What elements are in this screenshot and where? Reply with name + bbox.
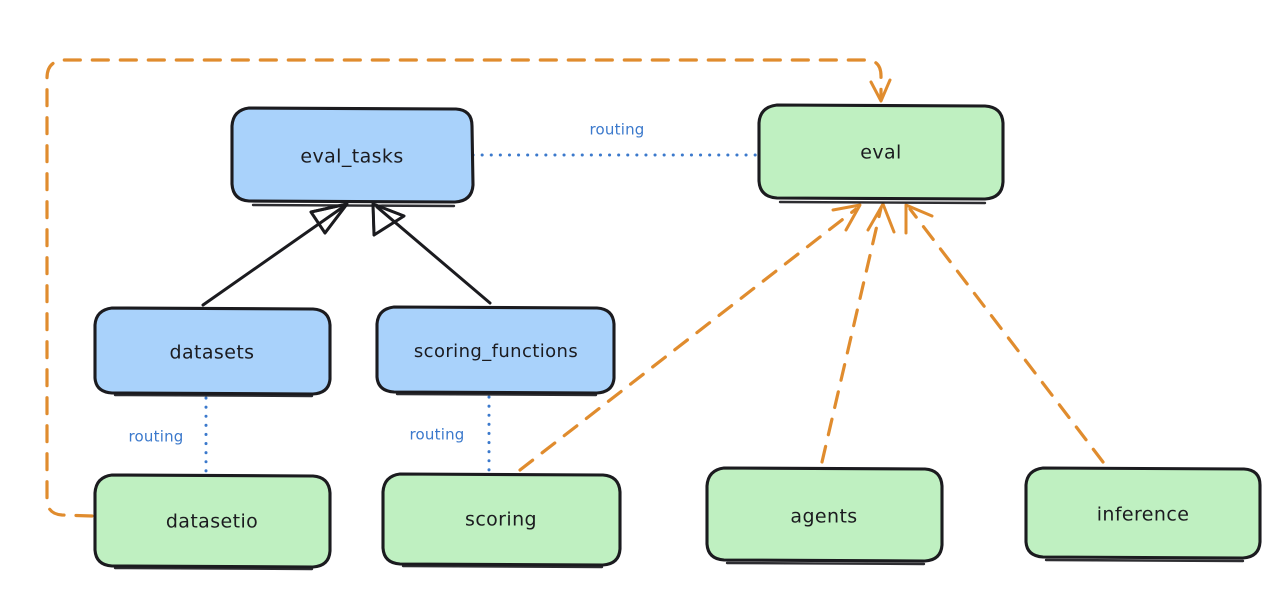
- edge-label-routing-datasetio: routing: [129, 428, 184, 446]
- edge-scoring-to-eval-arrowhead: [831, 203, 862, 232]
- edge-scoring-functions-to-eval-tasks-arrowfill: [371, 202, 406, 237]
- edge-inference-to-eval-path: [908, 207, 1105, 464]
- node-scoring-functions[interactable]: scoring_functions: [375, 305, 616, 397]
- edge-agents-to-eval-path: [820, 206, 883, 464]
- node-inference[interactable]: inference: [1024, 466, 1262, 563]
- edge-inference-to-eval: [904, 203, 1105, 464]
- node-scoring[interactable]: scoring: [381, 472, 622, 569]
- node-scoring-shape: [381, 472, 622, 567]
- edge-scoring-functions-to-eval-tasks: [371, 202, 492, 305]
- edge-datasetio-to-eval-arrowhead: [869, 78, 892, 103]
- nodes-layer: eval_tasks eval datasets scoring_functio…: [93, 103, 1262, 571]
- edge-scoring-functions-to-eval-tasks-path: [375, 205, 492, 305]
- edge-agents-to-eval: [820, 202, 896, 464]
- node-eval-tasks[interactable]: eval_tasks: [230, 106, 475, 208]
- node-eval-label: eval: [860, 142, 901, 164]
- edge-datasets-to-eval-tasks-arrowfill: [309, 202, 349, 235]
- node-scoring-shadow: [401, 564, 604, 569]
- edge-datasets-to-eval-tasks-path: [201, 205, 345, 307]
- node-eval-tasks-label: eval_tasks: [300, 146, 403, 168]
- node-agents-shape: [705, 466, 944, 563]
- node-eval-tasks-shape: [230, 106, 475, 204]
- edge-label-routing-eval: routing: [590, 121, 645, 139]
- node-inference-shadow: [1044, 558, 1245, 563]
- node-datasets[interactable]: datasets: [93, 306, 332, 398]
- node-datasetio-shadow: [113, 566, 314, 571]
- edge-scoring-to-eval: [518, 203, 862, 472]
- edge-inference-to-eval-arrowhead: [904, 203, 934, 235]
- node-agents[interactable]: agents: [705, 466, 944, 566]
- node-inference-shape: [1024, 466, 1262, 560]
- edge-label-routing-scoring: routing: [410, 426, 465, 444]
- edge-agents-to-eval-arrowhead: [866, 202, 896, 234]
- edge-datasets-to-datasetio: routing: [129, 396, 208, 478]
- node-datasets-shape: [93, 306, 332, 396]
- node-datasetio-label: datasetio: [166, 511, 258, 533]
- node-scoring-functions-label: scoring_functions: [414, 341, 578, 362]
- dependency-edges-layer: [45, 58, 1105, 518]
- edge-eval-tasks-to-eval: routing: [471, 121, 762, 157]
- edge-datasetio-to-eval: [45, 58, 892, 518]
- node-scoring-label: scoring: [465, 509, 537, 531]
- node-scoring-functions-shape: [375, 305, 616, 395]
- node-agents-label: agents: [790, 506, 857, 528]
- node-agents-shadow: [725, 561, 926, 566]
- node-datasets-label: datasets: [170, 342, 255, 364]
- routing-edges-layer: routing routing routing: [129, 121, 762, 478]
- node-inference-label: inference: [1097, 504, 1190, 526]
- composition-edges-layer: [201, 202, 492, 307]
- node-scoring-functions-shadow: [395, 392, 598, 397]
- node-eval-shape: [757, 103, 1005, 201]
- edge-scoring-to-eval-path: [518, 207, 858, 472]
- node-datasets-shadow: [113, 393, 314, 398]
- node-eval-tasks-shadow: [251, 203, 456, 208]
- node-eval[interactable]: eval: [757, 103, 1005, 205]
- edge-datasets-to-eval-tasks: [201, 202, 349, 307]
- edge-scoring-functions-to-scoring: routing: [410, 395, 491, 476]
- node-datasetio[interactable]: datasetio: [93, 473, 332, 571]
- node-eval-shadow: [778, 200, 987, 205]
- edge-datasetio-to-eval-path: [45, 58, 883, 518]
- node-datasetio-shape: [93, 473, 332, 569]
